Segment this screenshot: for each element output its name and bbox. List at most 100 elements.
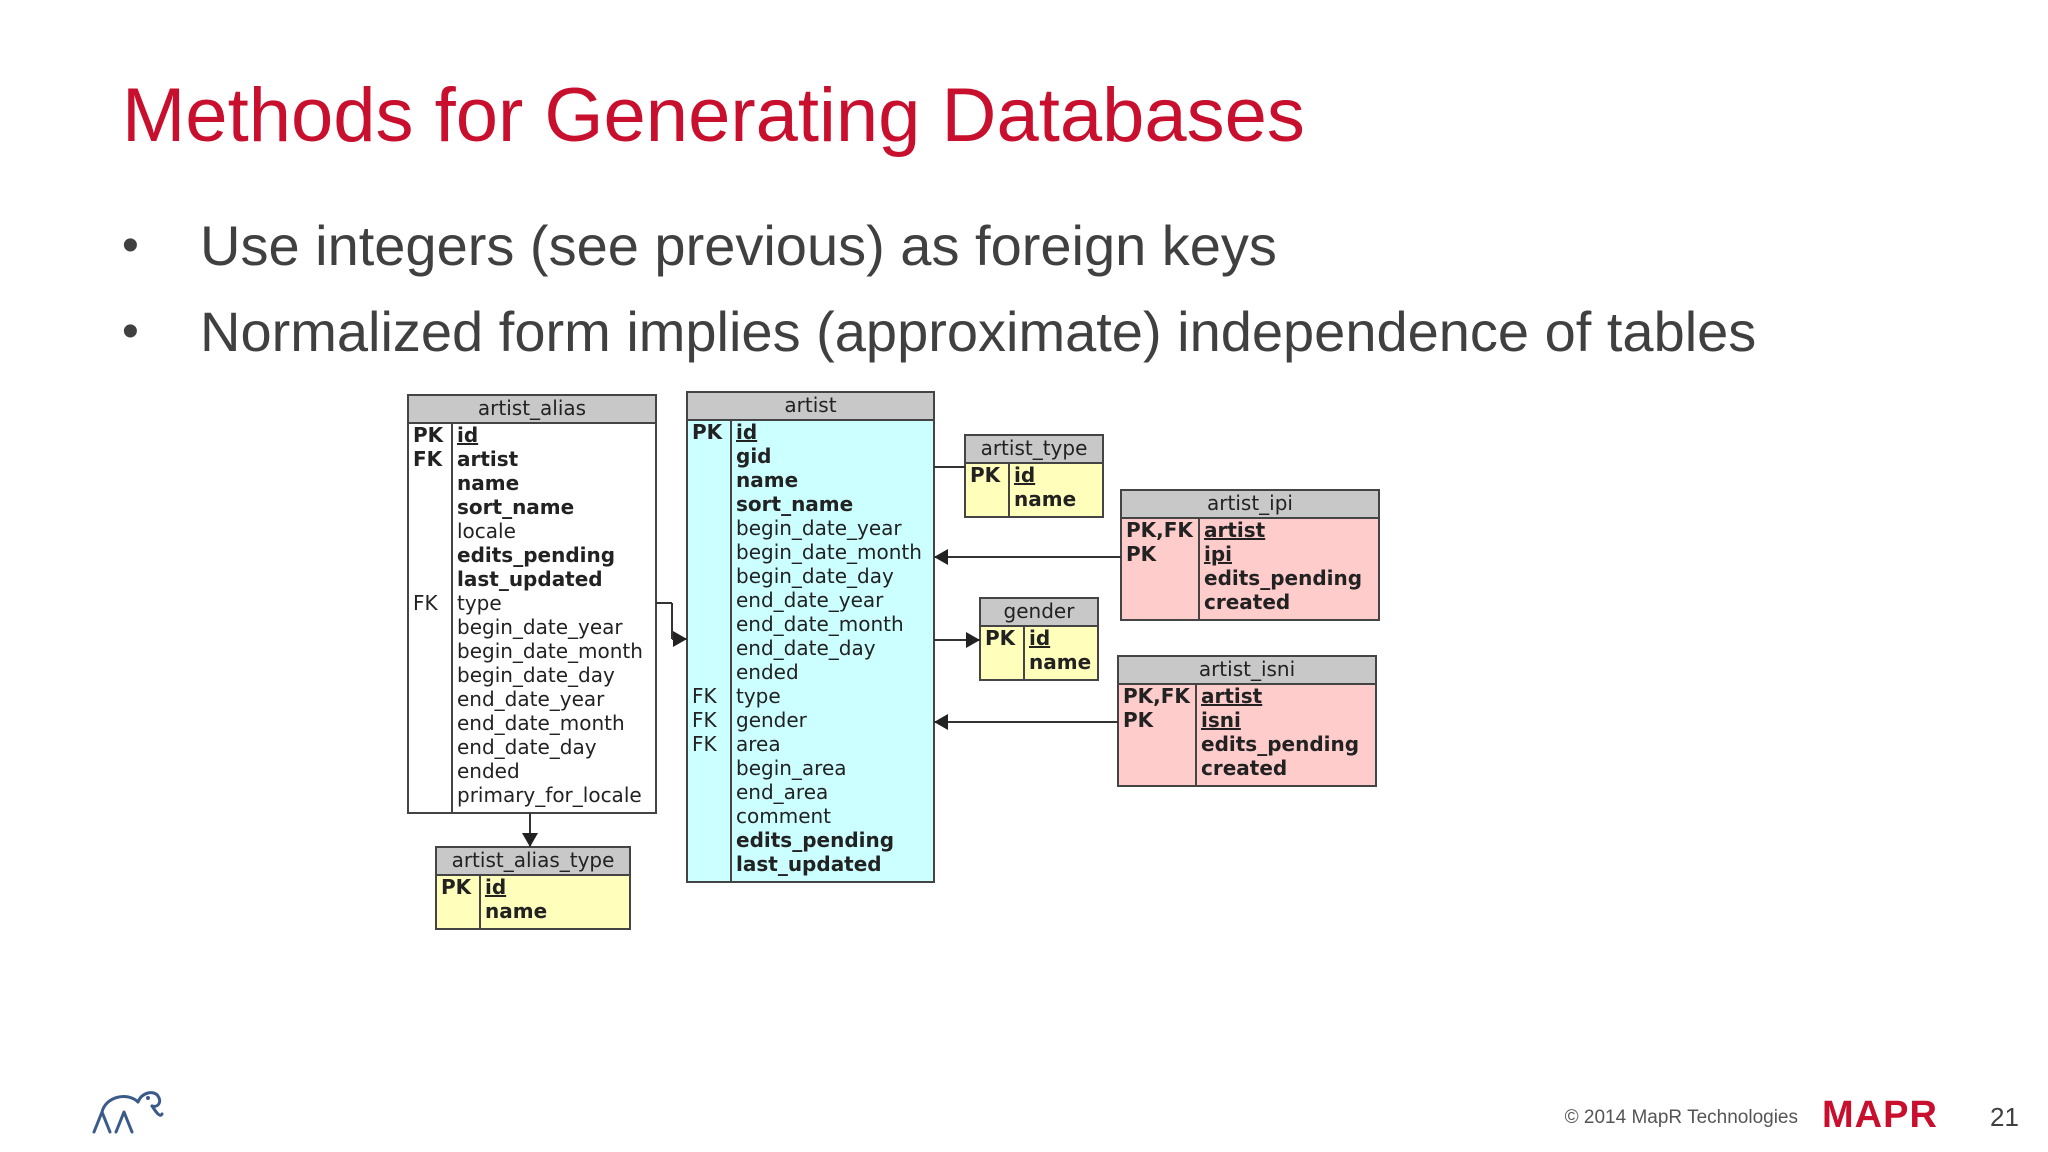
row-key: FK bbox=[692, 732, 718, 756]
elephant-logo-icon bbox=[92, 1091, 164, 1134]
row-field: id bbox=[1029, 626, 1050, 650]
row-key: PK,FK bbox=[1123, 684, 1191, 708]
row-key: FK bbox=[413, 447, 444, 471]
row-field: end_area bbox=[736, 780, 828, 804]
row-field: locale bbox=[457, 519, 516, 543]
row-key: PK bbox=[441, 875, 473, 899]
table-header bbox=[435, 846, 631, 876]
mapr-brand-text: MAPR bbox=[1822, 1094, 1938, 1134]
row-field: end_date_month bbox=[736, 612, 904, 636]
row-field: name bbox=[1014, 487, 1076, 511]
bullet-text: Normalized form implies (approximate) in… bbox=[200, 300, 1757, 363]
row-field: id bbox=[1014, 463, 1035, 487]
row-key: FK bbox=[692, 708, 718, 732]
row-field: id bbox=[736, 420, 757, 444]
arrow-head bbox=[966, 632, 980, 648]
row-field: ipi bbox=[1204, 542, 1232, 566]
row-field: begin_date_month bbox=[736, 540, 922, 564]
row-field: gender bbox=[736, 708, 808, 732]
row-field: comment bbox=[736, 804, 831, 828]
footer-copyright: © 2014 MapR Technologies bbox=[1564, 1107, 1798, 1128]
row-field: ended bbox=[457, 759, 520, 783]
mapr-brand-logo: MAPR bbox=[1822, 1094, 1938, 1134]
table-header bbox=[979, 597, 1099, 627]
table-name: artist_type bbox=[981, 436, 1088, 460]
row-key: PK,FK bbox=[1126, 518, 1194, 542]
table-name: artist_alias bbox=[478, 396, 586, 420]
row-field: id bbox=[457, 423, 478, 447]
table-header bbox=[1120, 489, 1380, 519]
arrow-head bbox=[934, 549, 948, 565]
row-key: PK bbox=[692, 420, 724, 444]
row-field: edits_pending bbox=[457, 543, 615, 567]
row-field: begin_date_year bbox=[457, 615, 623, 639]
row-field: begin_date_day bbox=[736, 564, 894, 588]
table-header bbox=[964, 434, 1104, 464]
row-field: primary_for_locale bbox=[457, 783, 642, 807]
row-field: end_date_year bbox=[736, 588, 884, 612]
row-field: name bbox=[1029, 650, 1091, 674]
arrow-head bbox=[934, 714, 948, 730]
row-field: name bbox=[457, 471, 519, 495]
row-field: isni bbox=[1201, 708, 1241, 732]
row-field: begin_date_year bbox=[736, 516, 902, 540]
row-key: PK bbox=[413, 423, 445, 447]
row-field: edits_pending bbox=[736, 828, 894, 852]
row-field: name bbox=[736, 468, 798, 492]
slide-title: Methods for Generating Databases bbox=[122, 73, 1305, 158]
table-header bbox=[686, 391, 935, 421]
row-field: created bbox=[1204, 590, 1290, 614]
table-name: artist_isni bbox=[1199, 657, 1295, 681]
arrow-head bbox=[673, 631, 687, 647]
row-key: PK bbox=[985, 626, 1017, 650]
row-key: PK bbox=[1126, 542, 1158, 566]
row-field: begin_date_day bbox=[457, 663, 615, 687]
row-field: edits_pending bbox=[1204, 566, 1362, 590]
row-field: id bbox=[485, 875, 506, 899]
row-key: PK bbox=[1123, 708, 1155, 732]
table-name: artist bbox=[784, 393, 836, 417]
bullet-dot: • bbox=[122, 305, 139, 358]
row-field: ended bbox=[736, 660, 799, 684]
row-field: end_date_day bbox=[736, 636, 876, 660]
row-field: begin_date_month bbox=[457, 639, 643, 663]
row-field: area bbox=[736, 732, 781, 756]
arrow-head bbox=[522, 833, 538, 847]
row-field: gid bbox=[736, 444, 772, 468]
page-number: 21 bbox=[1990, 1102, 2019, 1132]
table-name: artist_ipi bbox=[1207, 491, 1293, 515]
row-field: end_date_year bbox=[457, 687, 605, 711]
row-field: end_date_day bbox=[457, 735, 597, 759]
row-field: last_updated bbox=[457, 567, 603, 591]
row-field: type bbox=[457, 591, 502, 615]
row-field: artist bbox=[457, 447, 519, 471]
table-header bbox=[1117, 655, 1377, 685]
row-field: sort_name bbox=[457, 495, 574, 519]
row-field: type bbox=[736, 684, 781, 708]
table-name: gender bbox=[1004, 599, 1076, 623]
row-field: sort_name bbox=[736, 492, 853, 516]
relationships bbox=[522, 466, 1121, 847]
row-field: last_updated bbox=[736, 852, 882, 876]
table-body bbox=[407, 394, 657, 814]
row-field: name bbox=[485, 899, 547, 923]
row-key: PK bbox=[970, 463, 1002, 487]
bullet-dot: • bbox=[122, 219, 139, 272]
bullet-text: Use integers (see previous) as foreign k… bbox=[200, 214, 1277, 277]
row-key: FK bbox=[692, 684, 718, 708]
table-name: artist_alias_type bbox=[452, 848, 615, 872]
row-field: artist bbox=[1204, 518, 1266, 542]
row-field: edits_pending bbox=[1201, 732, 1359, 756]
row-field: end_date_month bbox=[457, 711, 625, 735]
table-header bbox=[407, 394, 657, 424]
